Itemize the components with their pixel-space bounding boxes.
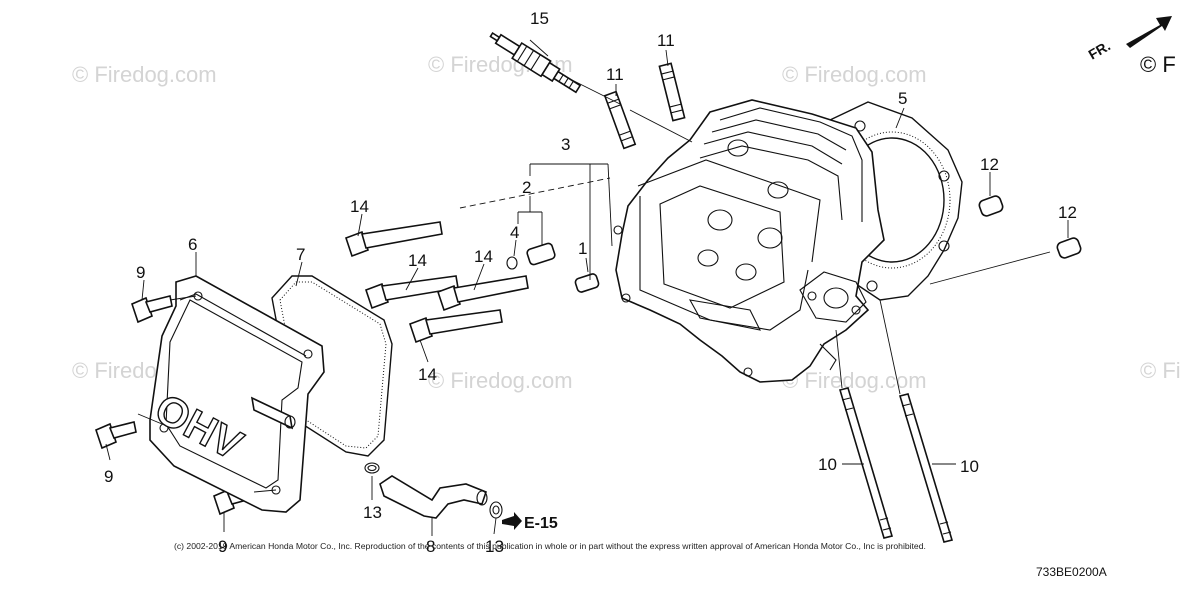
partial-copyright-mark: © F <box>1140 52 1176 77</box>
watermark: © Firedog.com <box>782 62 927 87</box>
part-6-head-cover: OHV <box>147 275 325 513</box>
callout-10: 10 <box>960 457 979 476</box>
part-2-valve-cap <box>526 242 556 266</box>
callout-1: 1 <box>578 239 587 258</box>
watermark: © Firedog.com <box>428 368 573 393</box>
copyright-notice: (c) 2002-2019 American Honda Motor Co., … <box>174 541 926 551</box>
part-14-bolt-a <box>344 221 443 258</box>
callout-14: 14 <box>350 197 369 216</box>
watermark: © Firedog.com <box>72 62 217 87</box>
callout-7: 7 <box>296 245 305 264</box>
part-14-bolt-c <box>436 275 529 312</box>
part-13-clip-a <box>364 462 380 474</box>
watermark: © Firedog.com <box>1140 358 1180 383</box>
callout-14: 14 <box>474 247 493 266</box>
part-14-bolt-d <box>408 309 503 344</box>
callout-9: 9 <box>136 263 145 282</box>
reference-arrow-icon <box>502 512 522 530</box>
part-1-valve-cap <box>574 273 600 293</box>
part-12-dowel-b <box>1056 237 1082 259</box>
part-12-dowel-a <box>978 195 1004 217</box>
front-label: FR. <box>1086 37 1114 62</box>
callout-2: 2 <box>522 178 531 197</box>
part-14-bolt-b <box>364 275 459 310</box>
callout-13: 13 <box>363 503 382 522</box>
callout-11: 11 <box>657 31 675 50</box>
callout-3: 3 <box>561 135 570 154</box>
part-15-spark-plug <box>489 31 582 94</box>
front-direction-indicator: FR. © F <box>1086 16 1176 77</box>
part-13-clip-b <box>489 501 503 519</box>
part-11-stud-a <box>603 90 637 150</box>
part-10-stud-b <box>898 393 954 543</box>
callout-10: 10 <box>818 455 837 474</box>
callout-14: 14 <box>408 251 427 270</box>
callout-numbers: 15 11 11 5 3 2 4 1 12 12 14 14 14 14 6 7… <box>104 9 1077 556</box>
front-arrow-icon <box>1126 16 1172 48</box>
watermark: © Firedog.com <box>782 368 927 393</box>
callout-9: 9 <box>218 537 227 556</box>
part-8-breather-tube <box>379 475 488 519</box>
callout-12: 12 <box>980 155 999 174</box>
part-11-stud-b <box>658 62 686 122</box>
part-9-bolt-a <box>131 295 173 324</box>
reference-label: E-15 <box>524 515 558 532</box>
callout-8: 8 <box>426 537 435 556</box>
callout-14: 14 <box>418 365 437 384</box>
callout-13: 13 <box>485 537 504 556</box>
callout-9: 9 <box>104 467 113 486</box>
callout-5: 5 <box>898 89 907 108</box>
callout-6: 6 <box>188 235 197 254</box>
part-10-stud-a <box>838 387 894 539</box>
part-9-bolt-b <box>95 421 137 450</box>
callout-12: 12 <box>1058 203 1077 222</box>
part-4-clip <box>506 256 518 270</box>
reference-e15: E-15 <box>502 512 558 532</box>
callout-15: 15 <box>530 9 549 28</box>
callout-11: 11 <box>606 65 624 84</box>
diagram-code: 733BE0200A <box>1036 565 1107 579</box>
leader-lines <box>105 39 1069 536</box>
callout-4: 4 <box>510 223 519 242</box>
cylinder-head <box>613 99 885 383</box>
